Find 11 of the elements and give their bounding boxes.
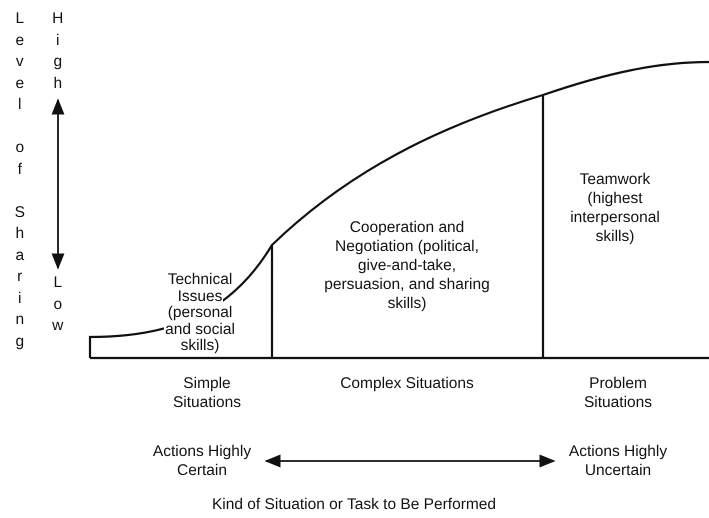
axis-end-label: Low (50, 272, 66, 336)
region-label: Teamwork (highest interpersonal skills) (568, 170, 662, 246)
level-of-sharing-axis-title: Level of Sharing (14, 9, 26, 352)
certainty-label: Actions Highly Uncertain (558, 442, 678, 480)
certainty-label: Actions Highly Certain (142, 442, 262, 480)
double-arrow (264, 454, 556, 468)
axis-end-label: High (50, 8, 66, 94)
double-arrow (52, 98, 64, 270)
region-label: Technical Issues (personal and social skills) (163, 272, 237, 354)
region-label: Cooperation and Negotiation (political, give-and-take, persuasion, and sharing skills) (322, 218, 492, 313)
situation-label: Complex Situations (338, 374, 476, 393)
